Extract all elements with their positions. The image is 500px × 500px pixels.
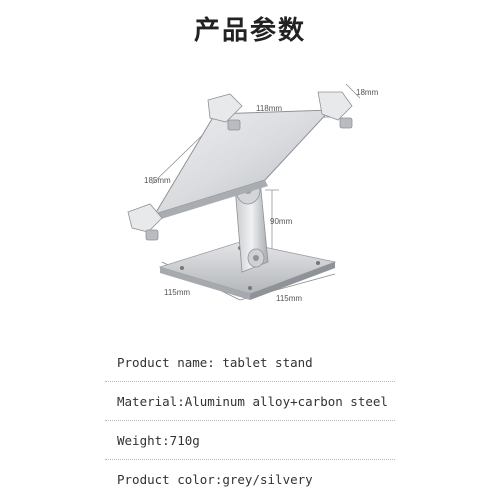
base-screw (248, 286, 252, 290)
page-title: 产品参数 (193, 16, 306, 46)
spec-list: Product name: tablet stand Material:Alum… (105, 343, 395, 499)
dimension-base-width: 115mm (276, 294, 303, 303)
base-screw (316, 261, 320, 265)
lower-knob-center (253, 255, 259, 261)
clamps (127, 91, 353, 233)
spec-product-name: Product name: tablet stand (105, 343, 395, 382)
clamp-knobs (145, 117, 353, 241)
dimension-side-length: 185mm (144, 176, 171, 185)
spec-weight: Weight:710g (105, 421, 395, 460)
spec-color: Product color:grey/silvery (117, 472, 313, 487)
dimension-height: 90mm (270, 217, 293, 226)
base-edge-front (160, 267, 250, 300)
dimension-top-width: 118mm (256, 104, 283, 113)
base-screw (180, 266, 184, 270)
dimension-base-depth: 115mm (164, 288, 191, 297)
spec-material: Material:Aluminum alloy+carbon steel (105, 382, 395, 421)
product-image: 118mm 18mm 185mm 90mm 115mm 115mm (90, 62, 420, 322)
tablet-plate-edge (155, 180, 268, 220)
tablet-stand-illustration (127, 83, 361, 301)
dimension-thickness: 18mm (356, 88, 379, 97)
base-edge-side (250, 262, 335, 300)
